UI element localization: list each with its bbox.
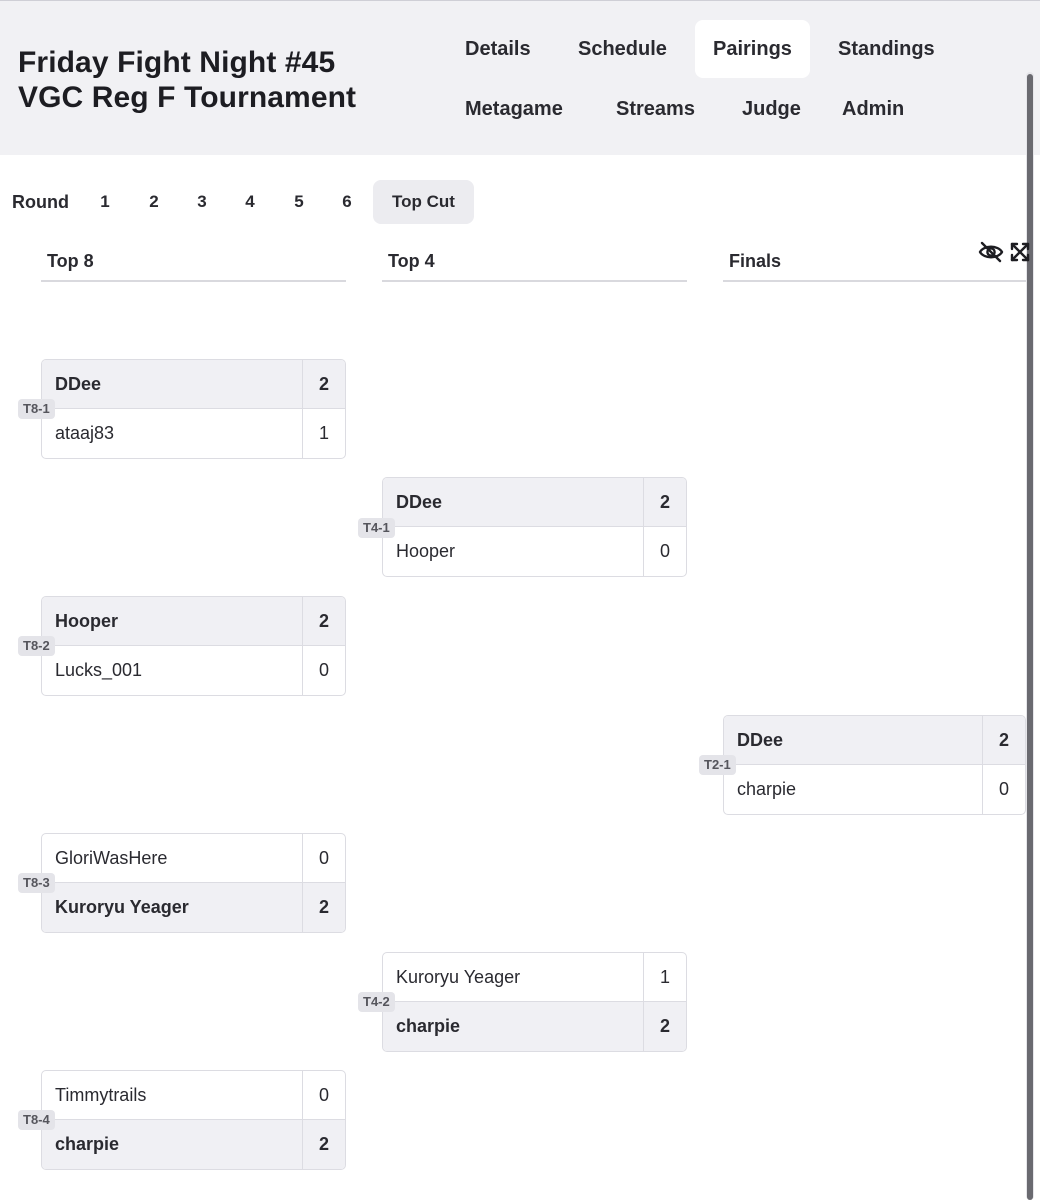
match-label: T8-3 [18,873,55,893]
match-label: T8-4 [18,1110,55,1130]
player-name: Lucks_001 [55,660,143,680]
nav-tab-streams[interactable]: Streams [616,98,695,120]
player-name: Kuroryu Yeager [396,967,521,987]
player-score: 1 [643,953,686,1002]
match-row: DDee 2 [724,716,1025,765]
column-header-top-4: Top 4 [388,251,435,271]
player-name: Timmytrails [55,1085,147,1105]
column-header-finals: Finals [729,251,782,271]
round-tab-5[interactable]: 5 [294,192,304,211]
scrollbar-thumb[interactable] [1027,74,1033,1200]
player-name: DDee [737,730,784,750]
player-score: 2 [643,1002,686,1051]
player-name: charpie [396,1016,461,1036]
player-score: 0 [302,834,345,883]
match-row: GloriWasHere 0 [42,834,345,883]
player-name: Hooper [55,611,118,631]
nav-tab-pairings[interactable]: Pairings [695,20,810,78]
event-title: Friday Fight Night #45 VGC Reg F Tournam… [18,45,356,115]
match-card-t4-1[interactable]: DDee 2 Hooper 0 [382,477,687,577]
match-row: charpie 0 [724,765,1025,814]
round-tab-2[interactable]: 2 [149,192,159,211]
nav-tab-details[interactable]: Details [465,38,531,60]
match-row: Lucks_001 0 [42,646,345,695]
round-tab-6[interactable]: 6 [342,192,352,211]
player-score: 2 [643,478,686,527]
event-header: Friday Fight Night #45 VGC Reg F Tournam… [0,1,1040,155]
match-row: Timmytrails 0 [42,1071,345,1120]
player-name: DDee [55,374,102,394]
round-tab-1[interactable]: 1 [100,192,110,211]
top-border [0,0,1040,1]
match-label: T8-2 [18,636,55,656]
match-row: charpie 2 [383,1002,686,1051]
player-name: Kuroryu Yeager [55,897,189,917]
player-score: 2 [302,597,345,646]
player-score: 1 [302,409,345,458]
player-score: 2 [302,883,345,932]
player-name: charpie [737,779,797,799]
round-tab-top-cut[interactable]: Top Cut [373,180,474,224]
player-name: GloriWasHere [55,848,168,868]
expand-icon[interactable] [1010,242,1030,262]
player-score: 0 [302,1071,345,1120]
round-tab-3[interactable]: 3 [197,192,207,211]
match-label: T4-1 [358,518,395,538]
nav-tab-metagame[interactable]: Metagame [465,98,563,120]
round-label: Round [12,192,69,212]
player-score: 2 [302,360,345,409]
column-divider [41,280,346,282]
match-card-t2-1[interactable]: DDee 2 charpie 0 [723,715,1026,815]
match-row: charpie 2 [42,1120,345,1169]
player-name: Hooper [396,541,456,561]
nav-tab-schedule[interactable]: Schedule [578,38,667,60]
nav-tab-admin[interactable]: Admin [842,98,905,120]
match-row: Kuroryu Yeager 2 [42,883,345,932]
player-score: 0 [302,646,345,695]
column-header-top-8: Top 8 [47,251,94,271]
player-score: 2 [982,716,1025,765]
match-label: T2-1 [699,755,736,775]
player-name: ataaj83 [55,423,115,443]
eye-off-icon[interactable] [978,240,1004,264]
column-divider [382,280,687,282]
match-row: DDee 2 [42,360,345,409]
match-row: ataaj83 1 [42,409,345,458]
nav-tab-judge[interactable]: Judge [742,98,801,120]
player-name: DDee [396,492,443,512]
match-card-t8-3[interactable]: GloriWasHere 0 Kuroryu Yeager 2 [41,833,346,933]
match-label: T8-1 [18,399,55,419]
match-row: Kuroryu Yeager 1 [383,953,686,1002]
round-tab-4[interactable]: 4 [245,192,255,211]
match-card-t4-2[interactable]: Kuroryu Yeager 1 charpie 2 [382,952,687,1052]
match-row: Hooper 0 [383,527,686,576]
player-score: 0 [982,765,1025,814]
match-card-t8-2[interactable]: Hooper 2 Lucks_001 0 [41,596,346,696]
match-row: Hooper 2 [42,597,345,646]
event-title-line-1: Friday Fight Night #45 [18,46,336,79]
column-divider [723,280,1026,282]
player-score: 2 [302,1120,345,1169]
event-title-line-2: VGC Reg F Tournament [18,81,357,114]
player-name: charpie [55,1134,120,1154]
nav-tab-standings[interactable]: Standings [838,38,935,60]
match-card-t8-1[interactable]: DDee 2 ataaj83 1 [41,359,346,459]
match-label: T4-2 [358,992,395,1012]
match-row: DDee 2 [383,478,686,527]
player-score: 0 [643,527,686,576]
match-card-t8-4[interactable]: Timmytrails 0 charpie 2 [41,1070,346,1170]
